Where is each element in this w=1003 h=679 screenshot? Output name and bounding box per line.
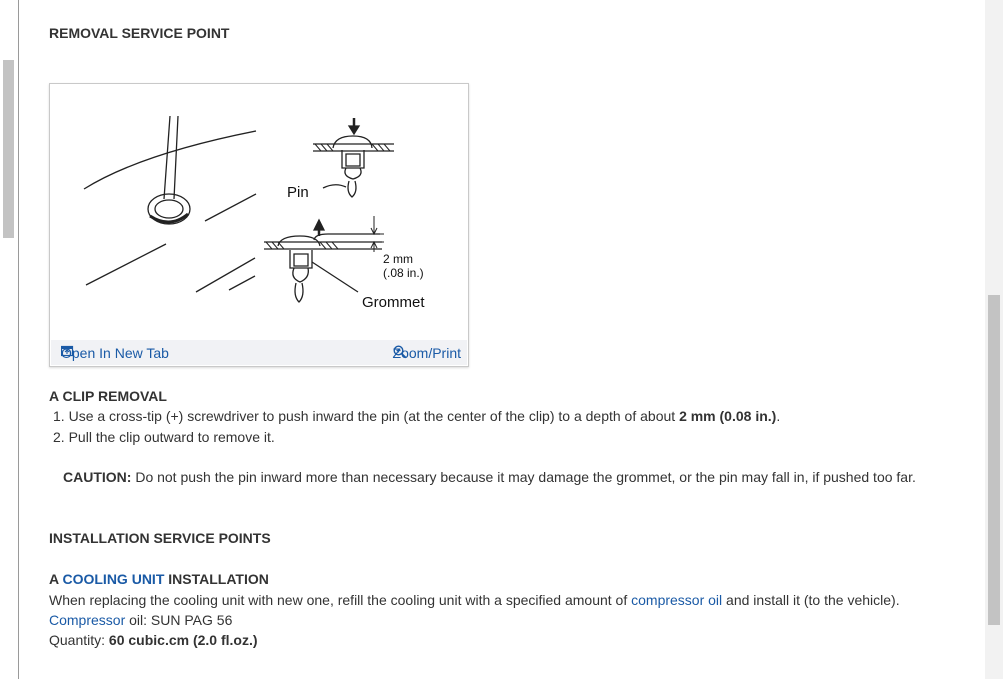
step-1: 1. Use a cross-tip (+) screwdriver to pu… <box>53 408 780 424</box>
right-scrollbar[interactable] <box>985 0 1003 679</box>
quantity-spec: Quantity: 60 cubic.cm (2.0 fl.oz.) <box>49 632 258 648</box>
dim-in-label: (.08 in.) <box>383 266 424 280</box>
cooling-paragraph: When replacing the cooling unit with new… <box>49 592 900 608</box>
zoom-print-link[interactable]: Zoom/Print <box>393 345 461 361</box>
left-scrollbar[interactable] <box>0 0 19 679</box>
compressor-link[interactable]: Compressor <box>49 612 126 628</box>
cooling-title-prefix: A <box>49 571 59 587</box>
clip-figure: Pin 2 mm (.08 in.) Grommet Open In New T… <box>49 83 469 367</box>
caution-text: Do not push the pin inward more than nec… <box>135 469 916 485</box>
open-in-new-tab-label: Open In New Tab <box>61 345 169 361</box>
step-1-period: . <box>776 408 781 424</box>
pin-leader <box>322 184 347 189</box>
panel-edge-line <box>195 257 256 293</box>
zoom-icon <box>393 345 406 359</box>
screwdriver <box>163 115 179 200</box>
panel-edge-line <box>228 275 256 291</box>
cooling-para-start: When replacing the cooling unit with new… <box>49 592 628 608</box>
grommet-leader <box>311 261 359 293</box>
cooling-unit-link[interactable]: COOLING UNIT <box>62 571 165 587</box>
content-page: REMOVAL SERVICE POINT <box>19 0 985 679</box>
quantity-label: Quantity: <box>49 632 106 648</box>
clip-top <box>147 193 191 225</box>
step-2-text: Pull the clip outward to remove it. <box>68 429 275 445</box>
figure-toolbar: Open In New Tab Zoom/Print <box>51 340 467 365</box>
step-1-depth: 2 mm (0.08 in.) <box>679 408 777 424</box>
dim-mm-label: 2 mm <box>383 252 413 266</box>
cooling-para-end: and install it (to the vehicle). <box>726 592 900 608</box>
pin-label: Pin <box>287 184 309 201</box>
cooling-unit-title: A COOLING UNIT INSTALLATION <box>49 571 269 587</box>
step-2-number: 2. <box>53 429 65 445</box>
caution-label: CAUTION: <box>63 469 132 485</box>
zoom-print-label: Zoom/Print <box>392 345 461 361</box>
panel-edge-line <box>85 243 167 286</box>
clip-head <box>332 135 373 149</box>
step-2: 2. Pull the clip outward to remove it. <box>53 429 275 445</box>
open-in-new-tab-link[interactable]: Open In New Tab <box>61 345 169 361</box>
left-scrollbar-thumb[interactable] <box>3 60 14 238</box>
compressor-oil-link[interactable]: compressor oil <box>631 592 723 608</box>
right-scrollbar-thumb[interactable] <box>988 295 1000 625</box>
oil-spec: Compressor oil: SUN PAG 56 <box>49 612 232 628</box>
panel-edge-line <box>83 130 257 190</box>
removal-heading: REMOVAL SERVICE POINT <box>49 25 230 41</box>
cooling-title-suffix: INSTALLATION <box>168 571 269 587</box>
caution-note: CAUTION: Do not push the pin inward more… <box>63 469 916 485</box>
open-in-new-tab-icon <box>61 345 74 357</box>
grommet-label: Grommet <box>362 294 425 311</box>
clip-diagram: Pin 2 mm (.08 in.) Grommet <box>83 115 425 311</box>
clip-removal-title: A CLIP REMOVAL <box>49 388 167 404</box>
oil-spec-rest: oil: SUN PAG 56 <box>129 612 233 628</box>
installation-heading: INSTALLATION SERVICE POINTS <box>49 530 271 546</box>
step-1-text: Use a cross-tip (+) screwdriver to push … <box>68 408 676 424</box>
panel-edge-line <box>204 193 257 222</box>
step-1-number: 1. <box>53 408 65 424</box>
quantity-value: 60 cubic.cm (2.0 fl.oz.) <box>108 632 258 648</box>
